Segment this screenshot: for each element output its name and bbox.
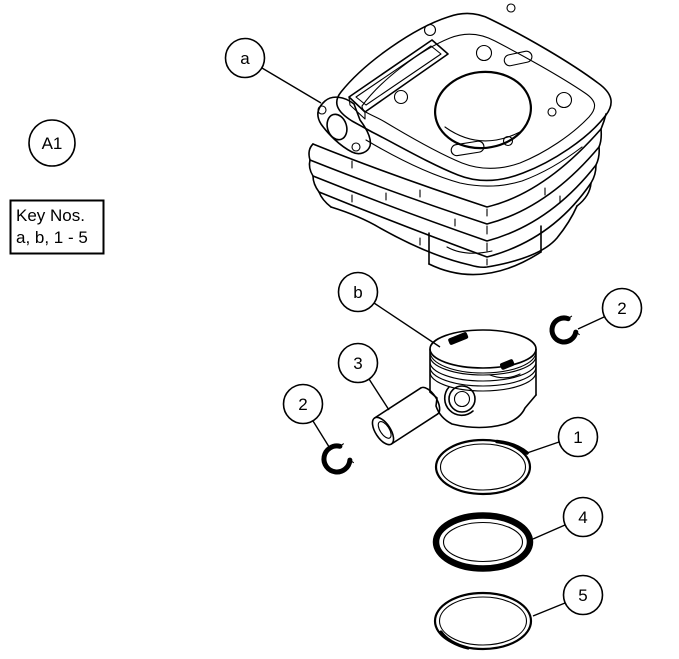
reference-bubble: A1 [28, 119, 76, 167]
callout-three-bubble[interactable] [337, 342, 379, 384]
leader-two-right [577, 316, 605, 330]
callout-a-label: a [240, 49, 250, 68]
circlip-upper-drawing [549, 315, 580, 345]
leader-b [373, 302, 441, 348]
leader-one [526, 441, 560, 454]
oil-ring-drawing [433, 591, 533, 651]
cylinder-drawing [308, 3, 612, 276]
leader-three [368, 378, 390, 411]
callout-b-bubble[interactable] [337, 271, 379, 313]
callout-a[interactable]: a [224, 37, 266, 79]
leader-lines [261, 67, 605, 617]
callout-two-right-bubble[interactable] [601, 287, 643, 329]
leader-five [532, 602, 566, 617]
callout-two-left-label: 2 [298, 395, 307, 414]
key-box-border [9, 199, 105, 255]
circlip-lower-drawing [321, 443, 354, 475]
piston-drawing [429, 329, 537, 429]
callout-a-bubble[interactable] [224, 37, 266, 79]
callout-b-label: b [353, 283, 362, 302]
callout-one[interactable]: 1 [557, 416, 599, 458]
callout-five-bubble[interactable] [562, 574, 604, 616]
key-box: Key Nos. a, b, 1 - 5 [9, 199, 105, 255]
piston-pin-drawing [371, 386, 441, 446]
key-box-line1: Key Nos. [16, 206, 85, 225]
top-compression-ring-drawing [434, 438, 532, 496]
callout-one-bubble[interactable] [557, 416, 599, 458]
callout-four-bubble[interactable] [562, 496, 604, 538]
leader-a [261, 67, 322, 104]
callout-three[interactable]: 3 [337, 342, 379, 384]
callout-two-right[interactable]: 2 [601, 287, 643, 329]
key-box-line2: a, b, 1 - 5 [16, 228, 88, 247]
reference-bubble-label: A1 [42, 134, 63, 153]
callout-two-left-bubble[interactable] [282, 383, 324, 425]
second-compression-ring-drawing [432, 512, 534, 572]
callout-b[interactable]: b [337, 271, 379, 313]
leader-four [532, 524, 566, 540]
callout-four[interactable]: 4 [562, 496, 604, 538]
callout-three-label: 3 [353, 354, 362, 373]
callout-two-right-label: 2 [617, 299, 626, 318]
callout-four-label: 4 [578, 508, 587, 527]
callout-five[interactable]: 5 [562, 574, 604, 616]
callout-one-label: 1 [573, 428, 582, 447]
reference-bubble-circle [28, 119, 76, 167]
callout-five-label: 5 [578, 586, 587, 605]
callout-two-left[interactable]: 2 [282, 383, 324, 425]
leader-two-left [312, 420, 332, 451]
